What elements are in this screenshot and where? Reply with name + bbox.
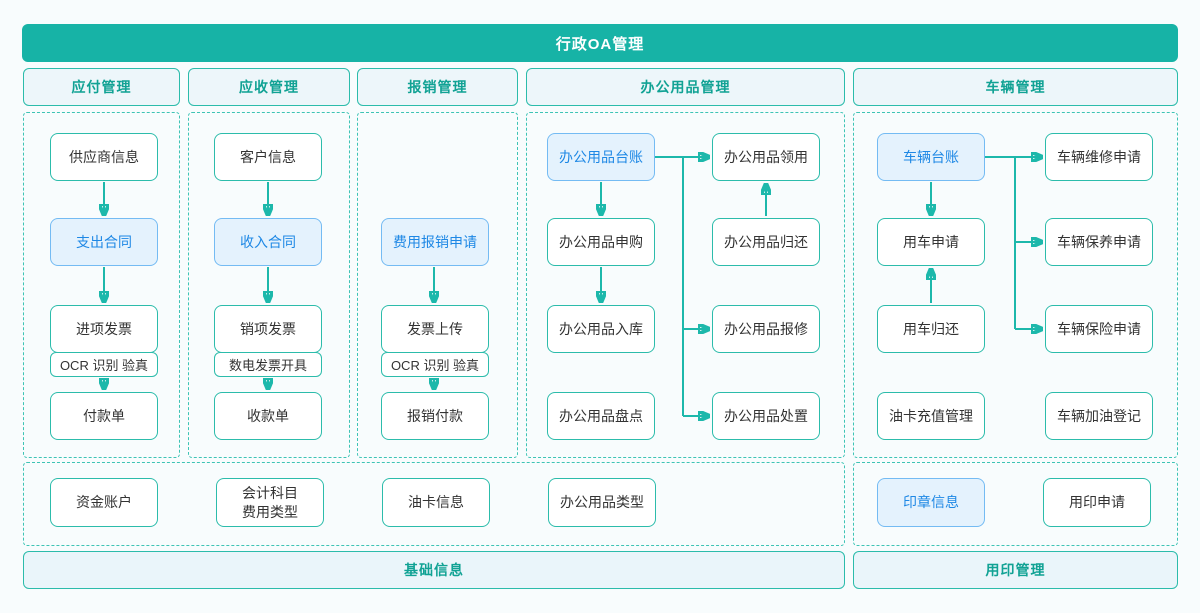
container-office-supplies xyxy=(526,112,845,458)
bar-seal-management: 用印管理 xyxy=(853,551,1178,589)
node-vehicle-insurance: 车辆保险申请 xyxy=(1045,305,1153,353)
node-seal-info: 印章信息 xyxy=(877,478,985,527)
header-office-supplies: 办公用品管理 xyxy=(526,68,845,106)
header-reimbursement: 报销管理 xyxy=(357,68,518,106)
container-basic-info xyxy=(23,462,845,546)
container-seal xyxy=(853,462,1178,546)
node-supply-repair: 办公用品报修 xyxy=(712,305,820,353)
node-receipt-order: 收款单 xyxy=(214,392,322,440)
node-supply-purchase: 办公用品申购 xyxy=(547,218,655,266)
node-output-invoice: 销项发票 xyxy=(214,305,322,353)
node-fund-account: 资金账户 xyxy=(50,478,158,527)
node-invoice-upload: 发票上传 xyxy=(381,305,489,353)
node-supply-disposal: 办公用品处置 xyxy=(712,392,820,440)
bar-basic-info: 基础信息 xyxy=(23,551,845,589)
container-payable xyxy=(23,112,180,458)
tag-ocr-verify-reimburse: OCR 识别 验真 xyxy=(381,352,489,377)
node-customer-info: 客户信息 xyxy=(214,133,322,181)
node-income-contract: 收入合同 xyxy=(214,218,322,266)
node-reimburse-payment: 报销付款 xyxy=(381,392,489,440)
node-accounting-subject: 会计科目 费用类型 xyxy=(216,478,324,527)
node-payment-order: 付款单 xyxy=(50,392,158,440)
tag-ocr-verify-payable: OCR 识别 验真 xyxy=(50,352,158,377)
node-vehicle-maintenance: 车辆维修申请 xyxy=(1045,133,1153,181)
node-fuel-card-recharge: 油卡充值管理 xyxy=(877,392,985,440)
node-expense-contract: 支出合同 xyxy=(50,218,158,266)
node-office-supply-type: 办公用品类型 xyxy=(548,478,656,527)
container-vehicle xyxy=(853,112,1178,458)
node-supply-requisition: 办公用品领用 xyxy=(712,133,820,181)
node-fuel-card-info: 油卡信息 xyxy=(382,478,490,527)
header-vehicle: 车辆管理 xyxy=(853,68,1178,106)
node-supply-ledger: 办公用品台账 xyxy=(547,133,655,181)
header-payable: 应付管理 xyxy=(23,68,180,106)
node-supply-return: 办公用品归还 xyxy=(712,218,820,266)
node-vehicle-use-request: 用车申请 xyxy=(877,218,985,266)
node-vehicle-upkeep: 车辆保养申请 xyxy=(1045,218,1153,266)
node-vehicle-refuel-register: 车辆加油登记 xyxy=(1045,392,1153,440)
container-reimbursement xyxy=(357,112,518,458)
node-vehicle-use-return: 用车归还 xyxy=(877,305,985,353)
node-supply-warehouse-in: 办公用品入库 xyxy=(547,305,655,353)
node-supplier-info: 供应商信息 xyxy=(50,133,158,181)
container-receivable xyxy=(188,112,350,458)
node-seal-use-request: 用印申请 xyxy=(1043,478,1151,527)
node-input-invoice: 进项发票 xyxy=(50,305,158,353)
node-expense-claim: 费用报销申请 xyxy=(381,218,489,266)
header-receivable: 应收管理 xyxy=(188,68,350,106)
tag-digital-invoice-issue: 数电发票开具 xyxy=(214,352,322,377)
node-vehicle-ledger: 车辆台账 xyxy=(877,133,985,181)
banner-title: 行政OA管理 xyxy=(22,24,1178,62)
node-supply-stocktake: 办公用品盘点 xyxy=(547,392,655,440)
